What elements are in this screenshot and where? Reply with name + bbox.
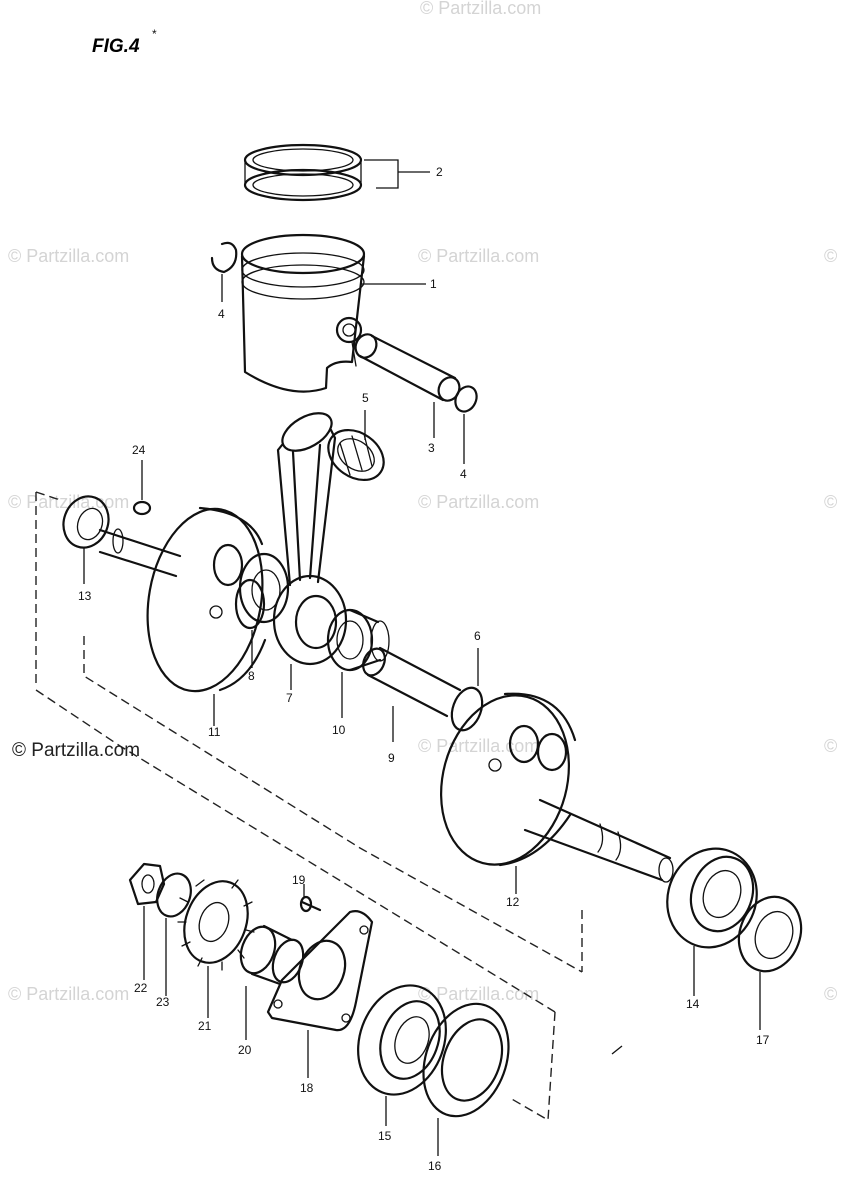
woodruff-key — [132, 500, 152, 516]
bearing-right — [666, 847, 758, 949]
spacer — [239, 924, 305, 986]
callout-4-right: 4 — [460, 467, 467, 481]
piston — [240, 233, 366, 393]
leader-lines — [83, 159, 761, 1156]
callout-10: 10 — [332, 723, 346, 737]
watermark: © Partzilla.com — [824, 984, 841, 1004]
crank-pin — [362, 646, 462, 718]
thrust-washer-left — [234, 578, 266, 630]
callout-12: 12 — [506, 895, 520, 909]
callout-23: 23 — [156, 995, 170, 1009]
watermark: © Partzilla.com — [418, 492, 539, 512]
callout-14: 14 — [686, 997, 700, 1011]
lock-washer — [156, 872, 192, 918]
callout-15: 15 — [378, 1129, 392, 1143]
watermark: © Partzilla.com — [418, 984, 539, 1004]
callout-labels: 2 1 4 5 3 4 24 13 6 8 7 10 11 9 19 12 22… — [78, 165, 770, 1173]
figure-title: FIG.4 — [92, 36, 140, 57]
watermark: © Partzilla.com — [824, 246, 841, 266]
bearing-retainer-plate — [266, 910, 374, 1032]
nut — [128, 862, 166, 906]
callout-6: 6 — [474, 629, 481, 643]
watermark: © Partzilla.com — [418, 246, 539, 266]
circlip-right — [454, 385, 478, 413]
connecting-rod — [272, 412, 348, 666]
bearing-left — [357, 984, 447, 1096]
watermark-layer: © Partzilla.com © Partzilla.com © Partzi… — [8, 0, 841, 1004]
watermark: © Partzilla.com — [8, 984, 129, 1004]
crank-half-right — [440, 692, 674, 883]
small-end-bearing — [327, 428, 385, 482]
callout-17: 17 — [756, 1033, 770, 1047]
callout-19: 19 — [292, 873, 306, 887]
callout-21: 21 — [198, 1019, 212, 1033]
oil-seal-left-lower — [422, 1002, 510, 1118]
watermark: © Partzilla.com — [824, 492, 841, 512]
callout-11: 11 — [208, 725, 221, 739]
piston-rings — [243, 143, 363, 202]
callout-18: 18 — [300, 1081, 314, 1095]
callout-16: 16 — [428, 1159, 442, 1173]
watermark: © Partzilla.com — [8, 246, 129, 266]
callout-13: 13 — [78, 589, 92, 603]
callout-20: 20 — [238, 1043, 252, 1057]
big-end-bearing — [326, 608, 390, 672]
oil-seal-left — [62, 495, 110, 549]
callout-5: 5 — [362, 391, 369, 405]
crankshaft-assembly-outline — [35, 491, 583, 1122]
watermark: © Partzilla.com — [8, 492, 129, 512]
oil-seal-right — [737, 895, 803, 973]
watermark: © Partzilla.com — [418, 736, 539, 756]
watermark: © Partzilla.com — [420, 0, 541, 18]
callout-24: 24 — [132, 443, 146, 457]
figure-title-mark: * — [152, 27, 157, 41]
callout-8: 8 — [248, 669, 255, 683]
callout-2: 2 — [436, 165, 443, 179]
screw — [299, 895, 322, 913]
copyright-text: © Partzilla.com — [12, 740, 140, 761]
callout-3: 3 — [428, 441, 435, 455]
circlip-left — [210, 241, 238, 274]
primary-drive-gear — [177, 879, 255, 971]
callout-7: 7 — [286, 691, 293, 705]
callout-9: 9 — [388, 751, 395, 765]
callout-1: 1 — [430, 277, 437, 291]
crank-half-left — [98, 506, 290, 693]
callout-4-left: 4 — [218, 307, 225, 321]
thrust-washer-right — [450, 686, 484, 732]
watermark: © Partzilla.com — [824, 736, 841, 756]
callout-22: 22 — [134, 981, 148, 995]
